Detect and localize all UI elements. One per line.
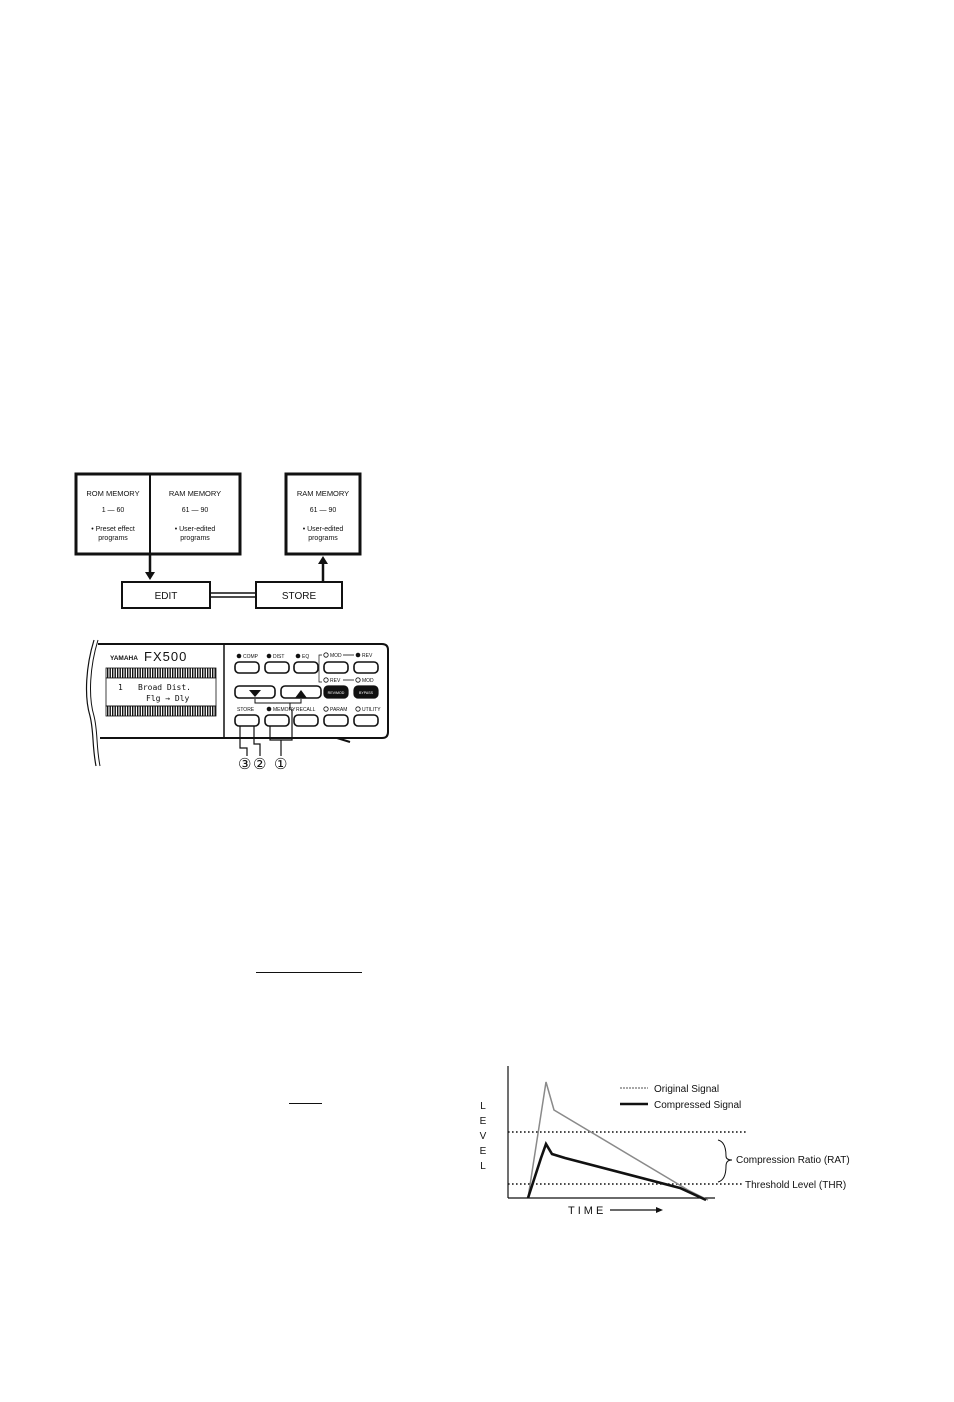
comp-button[interactable] — [234, 661, 260, 674]
blank-underline-1 — [256, 972, 362, 973]
y-letter-5: L — [480, 1161, 486, 1172]
mod-mid-led-icon — [355, 677, 361, 683]
ram-left-title: RAM MEMORY — [169, 489, 221, 498]
ram-left-desc-2: programs — [180, 535, 210, 542]
ratio-label: Compression Ratio (RAT) — [736, 1155, 850, 1166]
arrow-head-ram-icon — [318, 556, 328, 564]
x-axis-label: TIME — [568, 1205, 606, 1217]
model-logo: FX500 — [144, 649, 187, 664]
callout-3: ③ — [238, 756, 251, 772]
callout-2: ② — [253, 756, 266, 772]
mod-button[interactable] — [323, 661, 349, 674]
brand-logo: YAMAHA — [110, 655, 138, 662]
store-label: STORE — [237, 707, 255, 713]
ram-right-desc-1: • User-edited — [303, 526, 344, 533]
bypass-button[interactable] — [353, 685, 379, 699]
mod-top-led-icon — [323, 652, 329, 658]
rev-mid-led-icon — [323, 677, 329, 683]
edit-label: EDIT — [155, 591, 178, 602]
legend-compressed-label: Compressed Signal — [654, 1100, 741, 1111]
param-led-icon — [323, 706, 329, 712]
dist-label: DIST — [273, 654, 284, 660]
rom-range: 1 — 60 — [102, 507, 125, 514]
mod-mid-label: MOD — [362, 678, 374, 684]
param-button[interactable] — [323, 714, 349, 727]
ram-right-range: 61 — 90 — [310, 507, 337, 514]
ram-right-title: RAM MEMORY — [297, 489, 349, 498]
recall-button[interactable] — [293, 714, 319, 727]
rom-desc-2: programs — [98, 535, 128, 542]
comp-led-icon — [236, 653, 242, 659]
rom-desc-1: • Preset effect — [91, 526, 135, 533]
ratio-brace — [717, 1139, 733, 1183]
store-box — [255, 581, 343, 609]
memory-button[interactable] — [264, 714, 290, 727]
y-letter-4: E — [480, 1146, 487, 1157]
rev-mid-label: REV — [330, 678, 341, 684]
display-top-bezel — [105, 667, 217, 679]
rom-title: ROM MEMORY — [86, 489, 139, 498]
eq-label: EQ — [302, 654, 309, 660]
store-label: STORE — [282, 591, 317, 602]
display-line-2: Flg → Dly — [146, 694, 190, 703]
callout-1: ① — [274, 756, 287, 772]
legend-original-label: Original Signal — [654, 1084, 719, 1095]
memory-led-icon — [266, 706, 272, 712]
display-line-1: Broad Dist. — [138, 683, 191, 692]
compressed-signal-line — [526, 1140, 707, 1202]
memory-diagram: ROM MEMORY 1 — 60 • Preset effect progra… — [74, 472, 362, 609]
dist-led-icon — [266, 653, 272, 659]
fx500-front-panel: YAMAHA FX500 1 Broad Dist. Flg → Dly COM… — [85, 639, 389, 772]
recall-label: RECALL — [296, 707, 316, 713]
param-label: PARAM — [330, 707, 347, 713]
y-letter-1: L — [480, 1101, 486, 1112]
original-signal-line — [527, 1081, 709, 1201]
rev-top-led-icon — [355, 652, 361, 658]
down-arrow-icon — [249, 690, 261, 697]
eq-led-icon — [295, 653, 301, 659]
rev-mod-switch-button[interactable] — [323, 685, 349, 699]
threshold-label: Threshold Level (THR) — [745, 1180, 846, 1191]
memory-label: MEMORY — [273, 707, 296, 713]
rev-mod-switch-label: REV/MOD — [328, 691, 345, 695]
ram-left-range: 61 — 90 — [182, 507, 209, 514]
store-button[interactable] — [234, 714, 260, 727]
y-letter-2: E — [480, 1116, 487, 1127]
utility-button[interactable] — [353, 714, 379, 727]
compressor-diagram: L E V E L Original Signal Compressed Sig… — [480, 1066, 850, 1217]
utility-led-icon — [355, 706, 361, 712]
time-arrow-icon — [656, 1207, 663, 1213]
rev-top-label: REV — [362, 653, 373, 659]
rev-button[interactable] — [353, 661, 379, 674]
ram-right-box — [284, 472, 362, 556]
up-arrow-icon — [295, 690, 307, 698]
panel-torn-edge — [85, 639, 97, 767]
display-bottom-bezel — [105, 705, 217, 717]
rom-ram-box — [74, 472, 242, 556]
y-letter-3: V — [480, 1131, 487, 1142]
arrow-head-edit-icon — [145, 572, 155, 580]
comp-label: COMP — [243, 654, 259, 660]
eq-button[interactable] — [293, 661, 319, 674]
mod-top-label: MOD — [330, 653, 342, 659]
edit-box — [121, 581, 211, 609]
blank-underline-2 — [289, 1103, 322, 1104]
display-program-mark: 1 — [118, 683, 123, 692]
lcd-display — [105, 677, 217, 707]
ram-left-desc-1: • User-edited — [175, 526, 216, 533]
ram-right-desc-2: programs — [308, 535, 338, 542]
utility-label: UTILITY — [362, 707, 381, 713]
dist-button[interactable] — [264, 661, 290, 674]
bypass-label: BYPASS — [359, 691, 374, 695]
